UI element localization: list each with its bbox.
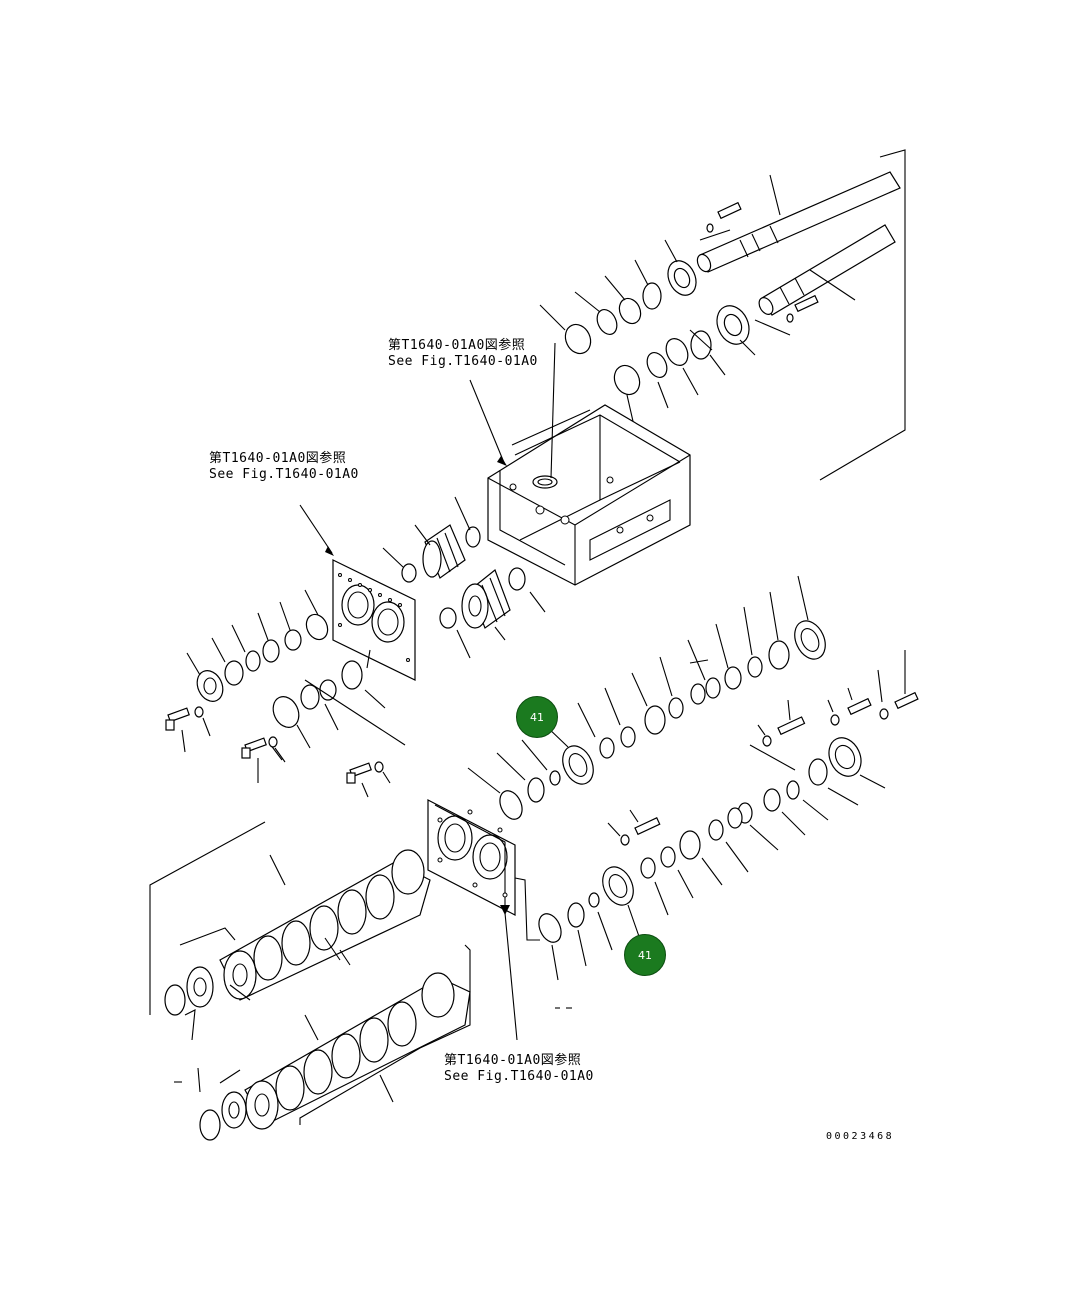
gear-cluster-lower [199, 972, 471, 1141]
bolt-upper-2 [786, 294, 819, 323]
bolt-left-3 [346, 761, 384, 784]
bearing-41-upper [562, 745, 594, 785]
reference-note-jp: 第T1640-01A0図参照 [444, 1053, 582, 1068]
reference-note-en: See Fig.T1640-01A0 [388, 354, 538, 369]
drawing-number: 00023468 [826, 1131, 895, 1142]
gear-cluster-upper [164, 849, 431, 1016]
helical-gear-small [422, 524, 466, 579]
bolt-left-2 [241, 736, 278, 759]
output-shaft-lower [758, 224, 896, 316]
reference-note-jp: 第T1640-01A0図参照 [388, 338, 526, 353]
reference-note-jp: 第T1640-01A0図参照 [209, 451, 347, 466]
bearing-41-lower [602, 866, 634, 906]
output-shaft-upper [696, 171, 901, 273]
reference-note-2: 第T1640-01A0図参照 See Fig.T1640-01A0 [209, 451, 359, 483]
bolt-right-2 [830, 697, 872, 726]
bolt-left-1 [165, 706, 204, 731]
reference-note-en: See Fig.T1640-01A0 [444, 1069, 594, 1084]
bolt-right-3 [879, 691, 919, 720]
bolt-right-1 [762, 716, 806, 747]
cover-plate-lower [427, 799, 516, 916]
bolt-center [620, 817, 661, 846]
part-callout-41-upper[interactable]: 41 [516, 696, 558, 738]
transfer-case-housing [487, 404, 691, 586]
reference-note-1: 第T1640-01A0図参照 See Fig.T1640-01A0 [388, 338, 538, 370]
reference-note-3: 第T1640-01A0図参照 See Fig.T1640-01A0 [444, 1053, 594, 1085]
bolt-upper-1 [706, 201, 742, 233]
reference-note-en: See Fig.T1640-01A0 [209, 467, 359, 482]
part-callout-41-lower[interactable]: 41 [624, 934, 666, 976]
cover-plate-upper [332, 559, 416, 681]
helical-gear-large [461, 569, 511, 629]
